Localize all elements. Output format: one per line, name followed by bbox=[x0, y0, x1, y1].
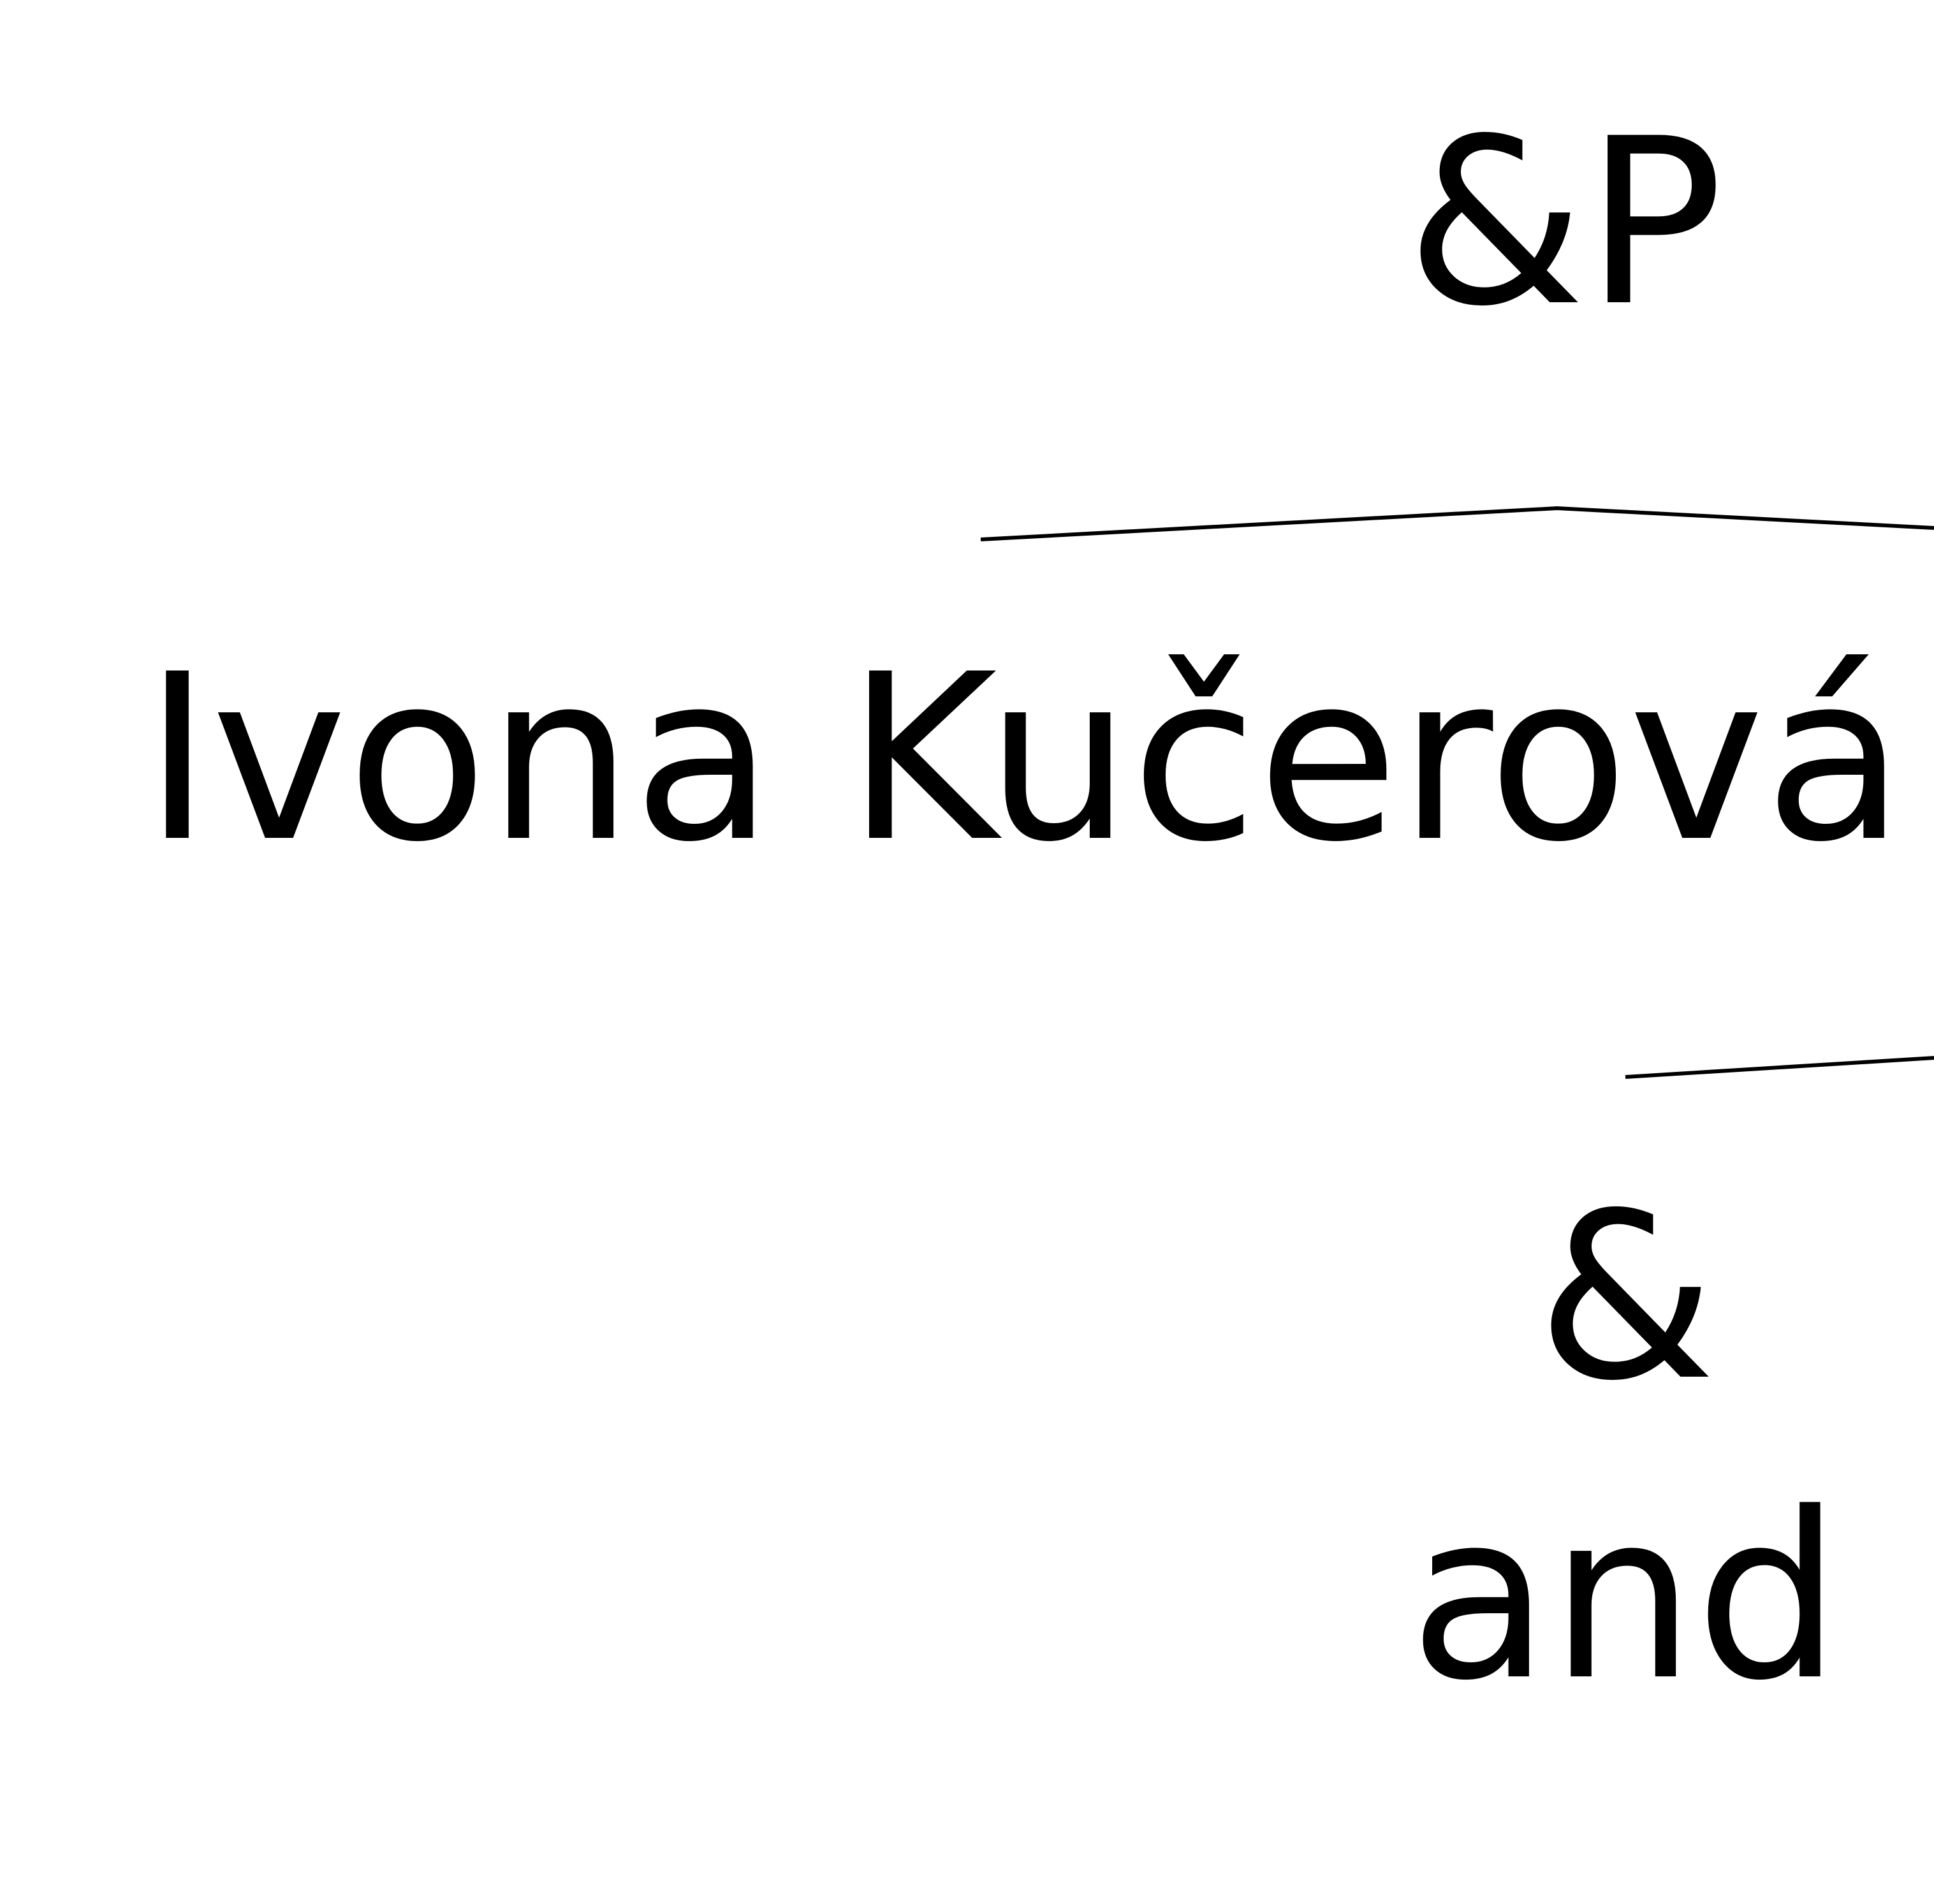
branch-top bbox=[980, 506, 1934, 541]
branch-bottom bbox=[1625, 1056, 1934, 1079]
node-and-phrase: &P bbox=[1406, 89, 1724, 356]
node-ivona-kucerova: Ivona Kučerová bbox=[143, 625, 1905, 892]
node-and: and bbox=[1409, 1463, 1842, 1731]
node-ampersand: & bbox=[1537, 1164, 1716, 1431]
